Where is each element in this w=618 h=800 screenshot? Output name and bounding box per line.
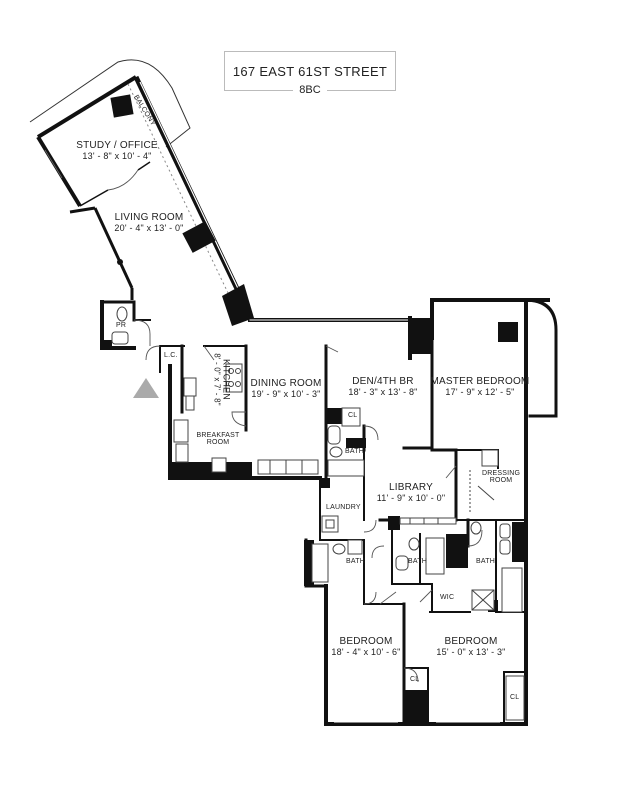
study-name: STUDY / OFFICE xyxy=(76,140,158,151)
bedroom2-closet-label: CL xyxy=(510,694,520,701)
column-dot xyxy=(117,259,123,265)
lc-label: L.C. xyxy=(164,352,178,359)
den-bath-label: BATH xyxy=(345,448,364,455)
living-wing-walls xyxy=(36,75,253,319)
den-dims: 18' - 3" x 13' - 8" xyxy=(348,387,418,397)
breakfast-name: BREAKFAST xyxy=(196,432,240,439)
wall-masses xyxy=(100,318,526,724)
bath-master-label: BATH xyxy=(476,558,495,565)
master-name: MASTER BEDROOM xyxy=(430,376,530,387)
entry-arrow-icon xyxy=(133,378,159,398)
bath-left-label: BATH xyxy=(346,558,365,565)
column xyxy=(182,221,216,253)
dressing-name2: ROOM xyxy=(489,477,513,484)
unit-number: 8BC xyxy=(293,84,327,96)
wic-label: WIC xyxy=(440,594,455,601)
column xyxy=(110,94,134,118)
breakfast-name2: ROOM xyxy=(206,439,230,446)
kitchen-dims: 8' - 0" x 7' - 8" xyxy=(212,353,222,406)
bedroom2-dims: 15' - 0" x 13' - 3" xyxy=(436,647,506,657)
pr-label: PR xyxy=(116,322,127,329)
kitchen-label: KITCHEN 8' - 0" x 7' - 8" xyxy=(213,340,232,420)
bedroom1-name: BEDROOM xyxy=(339,636,393,647)
library-dims: 11' - 9" x 10' - 0" xyxy=(376,493,446,503)
bedroom1-dims: 18' - 4" x 10' - 6" xyxy=(331,647,401,657)
window-hatch xyxy=(127,83,241,319)
den-name: DEN/4TH BR xyxy=(352,376,414,387)
dressing-name: DRESSING xyxy=(482,470,521,477)
living-name: LIVING ROOM xyxy=(114,212,184,223)
main-walls xyxy=(100,298,558,726)
dining-name: DINING ROOM xyxy=(250,378,322,389)
den-closet-label: CL xyxy=(348,412,358,419)
dining-dims: 19' - 9" x 10' - 3" xyxy=(251,389,321,399)
laundry-label: LAUNDRY xyxy=(326,504,361,511)
bedroom1-closet-label: CL xyxy=(410,676,420,683)
fixtures xyxy=(111,306,525,721)
bedroom2-name: BEDROOM xyxy=(444,636,498,647)
door-swings xyxy=(107,169,483,683)
study-dims: 13' - 8" x 10' - 4" xyxy=(82,151,152,161)
library-name: LIBRARY xyxy=(388,482,433,493)
dressing-label: DRESSING ROOM xyxy=(482,470,520,484)
breakfast-label: BREAKFAST ROOM xyxy=(190,432,246,446)
den-label: DEN/4TH BR 18' - 3" x 13' - 8" xyxy=(338,376,428,397)
master-dims: 17' - 9" x 12' - 5" xyxy=(445,387,515,397)
living-label: LIVING ROOM 20' - 4" x 13' - 0" xyxy=(94,212,204,233)
study-label: STUDY / OFFICE 13' - 8" x 10' - 4" xyxy=(62,140,172,161)
kitchen-name: KITCHEN xyxy=(221,359,232,400)
living-dims: 20' - 4" x 13' - 0" xyxy=(114,223,184,233)
dining-label: DINING ROOM 19' - 9" x 10' - 3" xyxy=(246,378,326,399)
master-label: MASTER BEDROOM 17' - 9" x 12' - 5" xyxy=(430,376,530,397)
balcony-outline xyxy=(29,59,191,148)
unit-number-wrap: 8BC xyxy=(224,84,396,96)
bath-mid-label: BATH xyxy=(408,558,427,565)
column xyxy=(222,284,254,326)
bedroom1-label: BEDROOM 18' - 4" x 10' - 6" xyxy=(326,636,406,657)
library-label: LIBRARY 11' - 9" x 10' - 0" xyxy=(366,482,456,503)
bedroom2-label: BEDROOM 15' - 0" x 13' - 3" xyxy=(428,636,514,657)
